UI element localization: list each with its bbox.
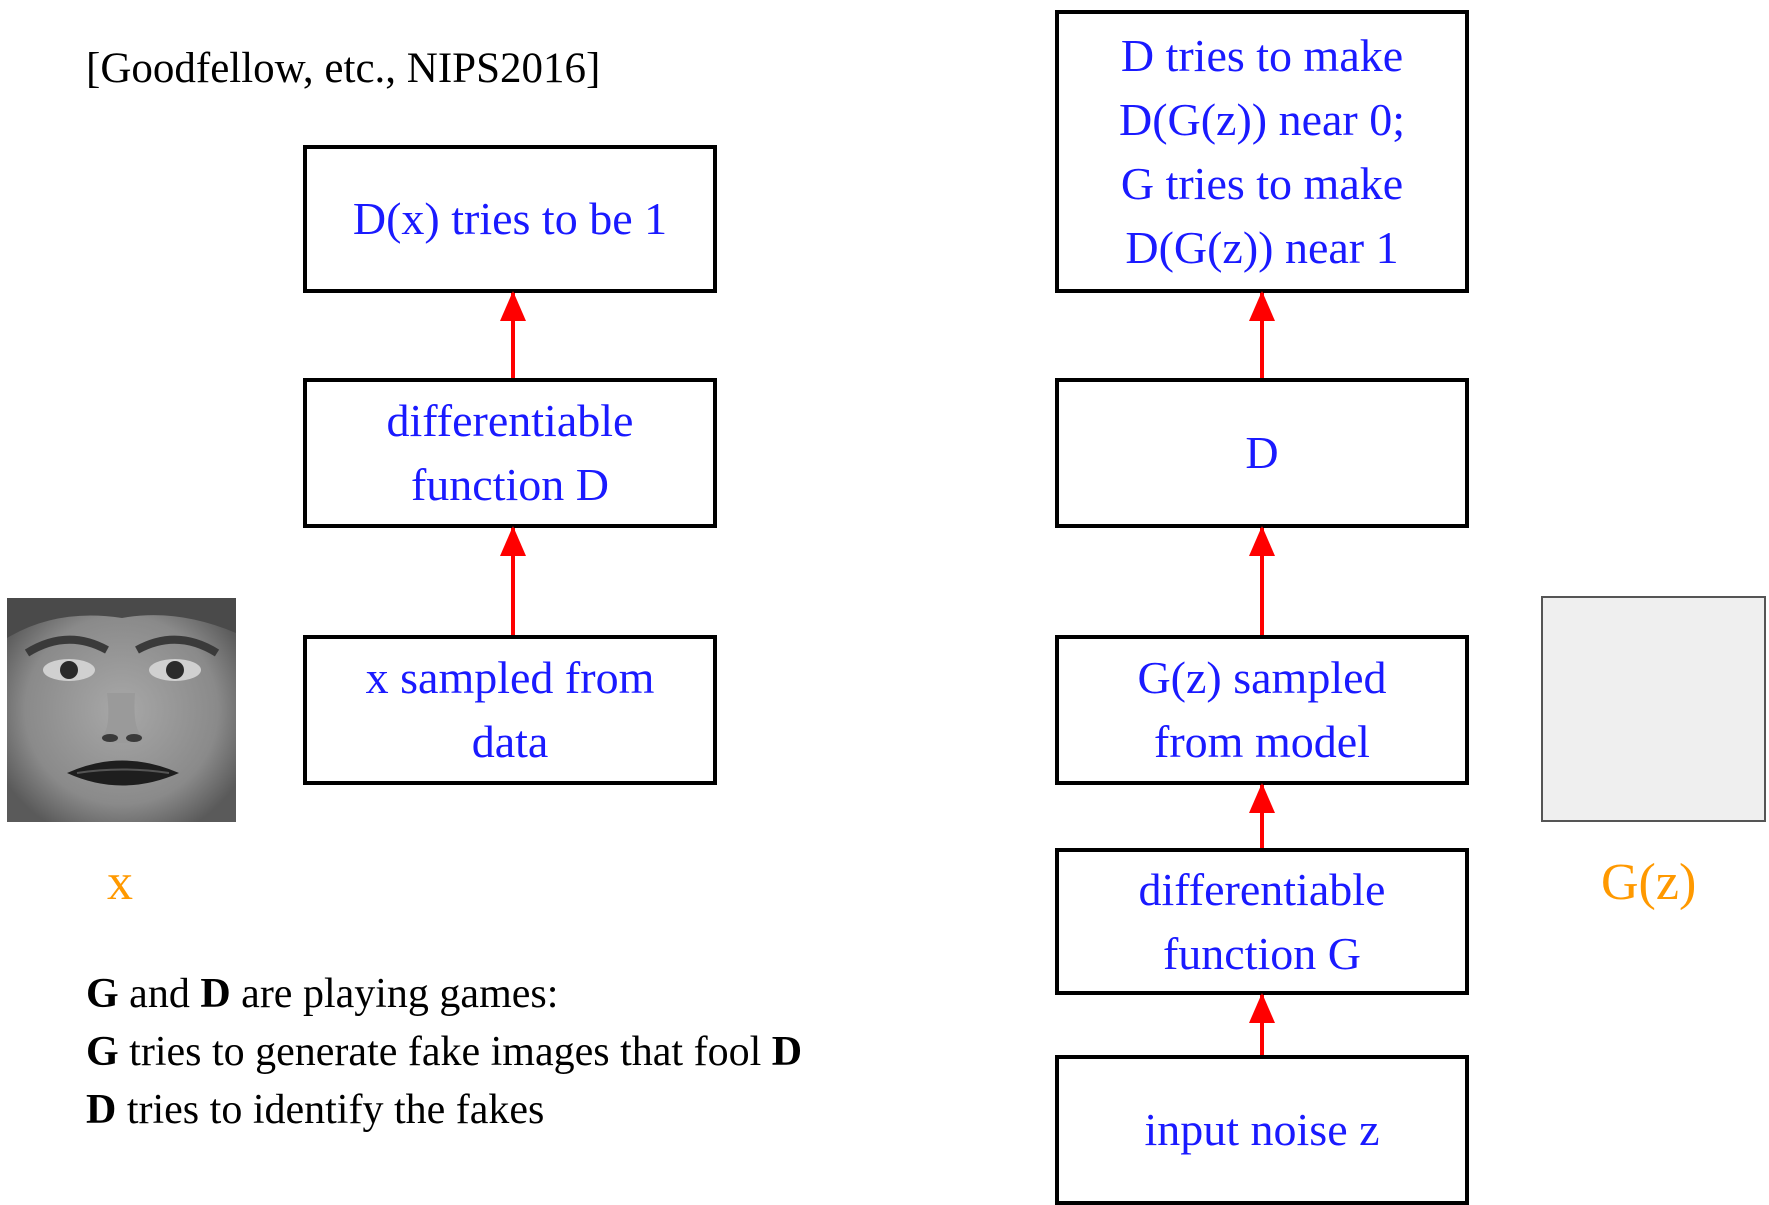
- note-line: G tries to generate fake images that foo…: [86, 1023, 802, 1081]
- box-line: G tries to make: [1120, 157, 1404, 209]
- box-discriminator-function: differentiable function D: [303, 378, 717, 528]
- box-line: D(G(z)) near 1: [1125, 221, 1399, 273]
- box-line: from model: [1154, 716, 1370, 767]
- arrow-up: [500, 291, 526, 378]
- caption-gz: G(z): [1601, 854, 1697, 911]
- caption-x: x: [107, 854, 133, 911]
- box-line: D(x) tries to be 1: [352, 193, 668, 244]
- note-bold: D: [86, 1087, 117, 1133]
- arrow-up: [500, 526, 526, 635]
- box-d-of-x: D(x) tries to be 1: [303, 145, 717, 293]
- notes: G and D are playing games: G tries to ge…: [86, 965, 802, 1139]
- arrow-up: [1249, 526, 1275, 635]
- box-line: data: [471, 716, 549, 767]
- box-model-sample: G(z) sampled from model: [1055, 635, 1469, 785]
- note-bold: G: [86, 971, 119, 1017]
- note-line: D tries to identify the fakes: [86, 1081, 802, 1139]
- box-line: x sampled from: [365, 652, 655, 703]
- box-line: differentiable: [386, 395, 634, 446]
- box-objective: D tries to make D(G(z)) near 0; G tries …: [1055, 10, 1469, 293]
- box-data-sample: x sampled from data: [303, 635, 717, 785]
- box-line: input noise z: [1144, 1104, 1380, 1155]
- note-line: G and D are playing games:: [86, 965, 802, 1023]
- box-line: function G: [1162, 927, 1361, 979]
- note-bold: D: [200, 971, 231, 1017]
- note-text: and: [118, 971, 201, 1017]
- arrow-up: [1249, 783, 1275, 848]
- box-line: D(G(z)) near 0;: [1118, 93, 1406, 145]
- box-line: G(z) sampled: [1137, 652, 1387, 703]
- note-bold: D: [771, 1029, 803, 1075]
- note-text: tries to identify the fakes: [116, 1087, 545, 1133]
- note-text: are playing games:: [230, 971, 559, 1017]
- box-line: D tries to make: [1120, 29, 1404, 81]
- citation: [Goodfellow, etc., NIPS2016]: [86, 45, 601, 92]
- box-line: differentiable: [1138, 863, 1386, 915]
- arrow-up: [1249, 993, 1275, 1055]
- box-discriminator: D: [1055, 378, 1469, 528]
- box-generator-function: differentiable function G: [1055, 848, 1469, 995]
- generated-image-placeholder: [1541, 596, 1766, 822]
- box-input-noise: input noise z: [1055, 1055, 1469, 1205]
- face-image: [7, 598, 236, 822]
- note-bold: G: [86, 1029, 119, 1075]
- arrow-up: [1249, 291, 1275, 378]
- box-line: function D: [410, 459, 609, 510]
- box-line: D: [1245, 427, 1279, 478]
- note-text: tries to generate fake images that fool: [118, 1029, 772, 1075]
